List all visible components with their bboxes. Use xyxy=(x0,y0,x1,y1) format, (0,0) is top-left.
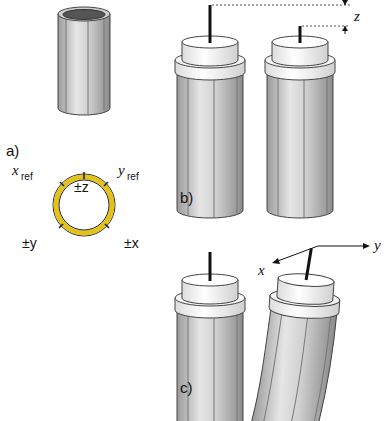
axis-subscript: ref xyxy=(21,172,33,182)
axis-label: y xyxy=(374,238,381,253)
axis-label: x xyxy=(258,263,265,278)
electrode-label: ±y xyxy=(22,236,37,250)
displacement-label: z xyxy=(354,9,360,24)
axis-label: x xyxy=(12,163,19,178)
axis-label: y xyxy=(118,163,125,178)
panel-letter: b) xyxy=(180,190,193,205)
electrode-label: ±z xyxy=(74,180,89,194)
axis-subscript: ref xyxy=(127,172,139,182)
panel-letter: a) xyxy=(6,143,19,158)
panel-letter: c) xyxy=(180,380,193,395)
electrode-label: ±x xyxy=(124,236,139,250)
